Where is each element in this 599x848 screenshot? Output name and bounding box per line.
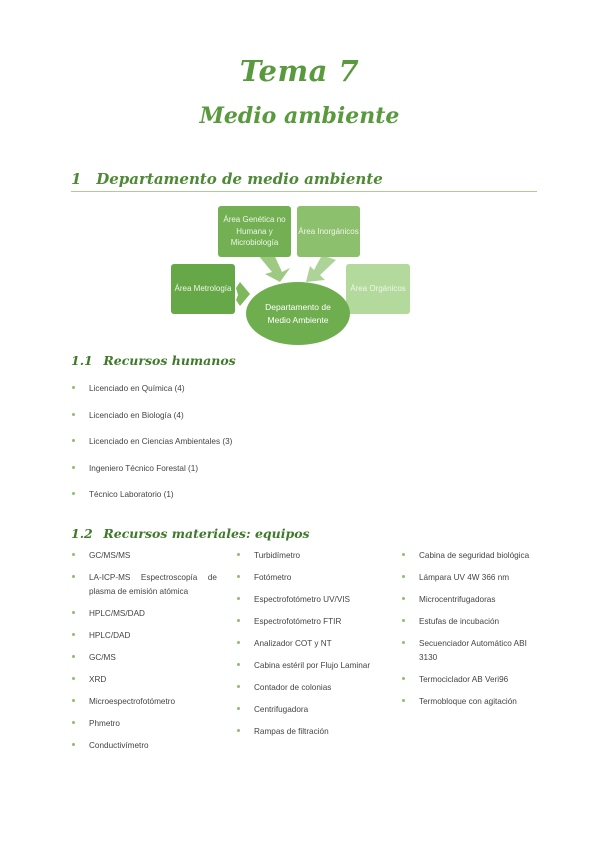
list-item: Microcentrifugadoras [401, 593, 539, 607]
list-item: Centrifugadora [236, 703, 382, 717]
bullet-icon [72, 386, 75, 389]
bullet-icon [237, 575, 240, 578]
bullet-icon [72, 553, 75, 556]
list-item: HPLC/DAD [71, 629, 217, 643]
bullet-icon [402, 677, 405, 680]
bullet-icon [402, 575, 405, 578]
page-title: Tema 7 [239, 54, 360, 88]
equipos-column-2: Turbidímetro Fotómetro Espectrofotómetro… [236, 549, 382, 739]
list-item: Termociclador AB Veri96 [401, 673, 539, 687]
list-item: Licenciado en Ciencias Ambientales (3) [71, 435, 321, 449]
page-subtitle: Medio ambiente [199, 103, 400, 129]
bullet-icon [72, 743, 75, 746]
bullet-icon [72, 721, 75, 724]
list-item: Lámpara UV 4W 366 nm [401, 571, 539, 585]
list-item: XRD [71, 673, 217, 687]
list-item: Rampas de filtración [236, 725, 382, 739]
list-item: LA-ICP-MS Espectroscopía de plasma de em… [71, 571, 217, 599]
list-item: Termobloque con agitación [401, 695, 539, 709]
list-item: Técnico Laboratorio (1) [71, 488, 321, 502]
section-heading-1: 1 Departamento de medio ambiente [71, 170, 537, 192]
list-item: Ingeniero Técnico Forestal (1) [71, 462, 321, 476]
bullet-icon [72, 677, 75, 680]
diagram-box-organicos: Área Orgánicos [346, 264, 410, 314]
bullet-icon [237, 619, 240, 622]
list-item: Fotómetro [236, 571, 382, 585]
list-item: Contador de colonias [236, 681, 382, 695]
bullet-icon [237, 663, 240, 666]
diagram-box-genetica: Área Genética no Humana y Microbiología [218, 206, 291, 257]
arrow-genetica [258, 250, 290, 282]
list-item: HPLC/MS/DAD [71, 607, 217, 621]
section-number: 1 [71, 170, 82, 188]
list-item: Analizador COT y NT [236, 637, 382, 651]
diagram-center-node: Departamento de Medio Ambiente [246, 282, 350, 345]
diagram-box-metrologia: Área Metrología [171, 264, 235, 314]
bullet-icon [237, 641, 240, 644]
bullet-icon [72, 575, 75, 578]
bullet-icon [72, 633, 75, 636]
list-item: GC/MS/MS [71, 549, 217, 563]
bullet-icon [72, 492, 75, 495]
list-item: Licenciado en Biología (4) [71, 409, 321, 423]
bullet-icon [72, 412, 75, 416]
arrow-inorganicos [306, 255, 336, 282]
list-item: GC/MS [71, 651, 217, 665]
list-item: Cabina de seguridad biológica [401, 549, 539, 563]
bullet-icon [72, 439, 75, 442]
list-item: Cabina estéril por Flujo Laminar [236, 659, 382, 673]
list-item: Licenciado en Química (4) [71, 382, 321, 396]
bullet-icon [72, 611, 75, 614]
list-item: Conductivímetro [71, 739, 217, 753]
list-item: Secuenciador Automático ABI 3130 [401, 637, 539, 665]
list-item: Espectrofotómetro FTIR [236, 615, 382, 629]
bullet-icon [402, 553, 405, 556]
list-item: Estufas de incubación [401, 615, 539, 629]
section-heading-1-1: 1.1 Recursos humanos [71, 353, 236, 368]
bullet-icon [402, 699, 405, 702]
section-heading-1-2: 1.2 Recursos materiales: equipos [71, 526, 310, 541]
list-item: Espectrofotómetro UV/VIS [236, 593, 382, 607]
bullet-icon [237, 707, 240, 710]
bullet-icon [237, 597, 240, 600]
section-title: Departamento de medio ambiente [96, 170, 383, 188]
recursos-humanos-list: Licenciado en Química (4) Licenciado en … [71, 382, 321, 502]
bullet-icon [237, 553, 240, 556]
equipos-column-1: GC/MS/MS LA-ICP-MS Espectroscopía de pla… [71, 549, 217, 753]
bullet-icon [402, 597, 405, 600]
bullet-icon [237, 729, 240, 732]
arrow-metrologia [236, 282, 250, 306]
diagram-box-inorganicos: Área Inorgánicos [297, 206, 360, 257]
list-item: Phmetro [71, 717, 217, 731]
bullet-icon [402, 619, 405, 622]
bullet-icon [237, 685, 240, 688]
bullet-icon [402, 641, 405, 644]
bullet-icon [72, 699, 75, 702]
bullet-icon [72, 465, 75, 469]
equipos-column-3: Cabina de seguridad biológica Lámpara UV… [401, 549, 539, 709]
bullet-icon [72, 655, 75, 658]
list-item: Microespectrofotómetro [71, 695, 217, 709]
list-item: Turbidímetro [236, 549, 382, 563]
